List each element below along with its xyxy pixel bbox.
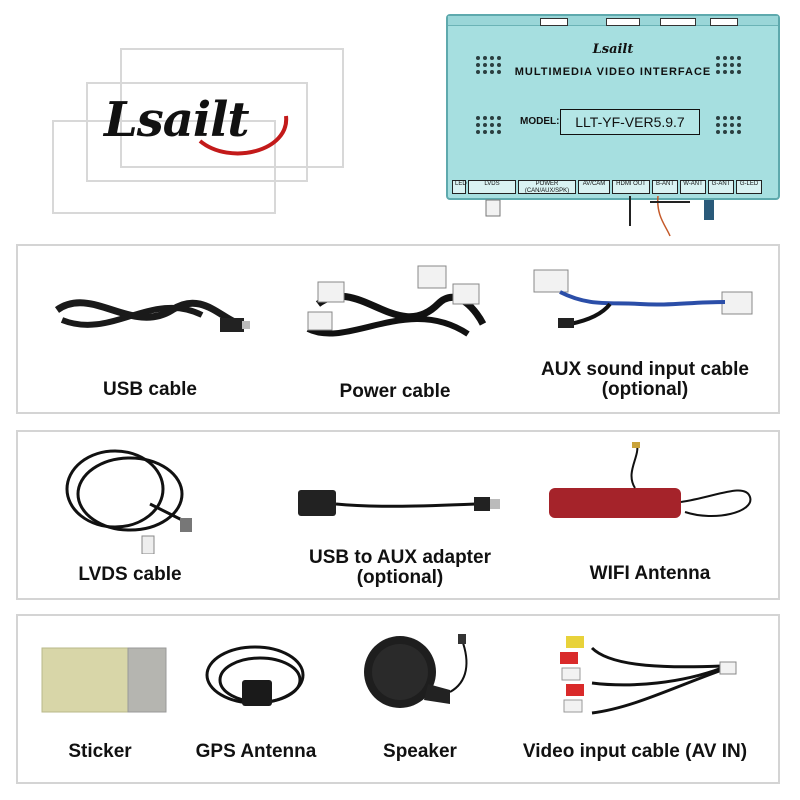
port-lvds: LVDS — [468, 180, 516, 194]
device-top-port-1 — [540, 18, 568, 26]
usb-cable-caption: USB cable — [103, 379, 197, 400]
logo-frame-2 — [86, 82, 308, 182]
video-input-cable-image — [560, 636, 737, 715]
wifi-antenna-caption: WIFI Antenna — [589, 563, 711, 584]
vent-holes-tl — [476, 56, 501, 74]
power-cable-caption: Power cable — [339, 381, 451, 402]
device-top-port-2 — [606, 18, 640, 26]
usb-aux-caption-line2: (optional) — [356, 567, 444, 588]
gps-antenna-image — [205, 645, 305, 706]
usb-aux-caption: USB to AUX adapter (optional) — [290, 548, 510, 588]
video-input-caption: Video input cable (AV IN) — [522, 741, 748, 762]
aux-cable-caption-line2: (optional) — [601, 379, 689, 400]
device-top-port-4 — [710, 18, 738, 26]
aux-cable-caption: AUX sound input cable (optional) — [520, 360, 770, 400]
lvds-cable-caption: LVDS cable — [78, 564, 182, 585]
vent-holes-tr — [716, 56, 741, 74]
sticker-image — [41, 647, 167, 713]
speaker-caption: Speaker — [383, 741, 457, 762]
port-av-cam: AV/CAM — [578, 180, 610, 194]
port-power: POWER (CAN/AUX/SPK) — [518, 180, 576, 194]
usb-aux-adapter-image — [298, 490, 500, 516]
aux-cable-image — [533, 269, 753, 328]
usb-cable-image — [54, 299, 250, 332]
speaker-image — [364, 634, 468, 708]
port-g-led: G-LED — [736, 180, 762, 194]
device-top-port-3 — [660, 18, 696, 26]
port-w-ant: W-ANT — [680, 180, 706, 194]
device-model-label: MODEL: — [520, 116, 560, 127]
port-led: LED — [452, 180, 467, 194]
vent-holes-bl — [476, 116, 501, 134]
usb-aux-caption-line1: USB to AUX adapter — [309, 547, 491, 568]
logo-swoosh — [198, 115, 289, 156]
vent-holes-br — [716, 116, 741, 134]
device-port-row: LED LVDS POWER (CAN/AUX/SPK) AV/CAM HDMI… — [452, 180, 774, 194]
logo-frame-1 — [120, 48, 344, 168]
port-hdmi-out: HDMI OUT — [612, 180, 650, 194]
power-cable-image — [306, 265, 487, 337]
device-brand: Lsailt — [592, 42, 634, 57]
device-title: MULTIMEDIA VIDEO INTERFACE — [514, 66, 712, 78]
multimedia-interface-box: Lsailt MULTIMEDIA VIDEO INTERFACE MODEL:… — [446, 14, 780, 200]
aux-cable-caption-line1: AUX sound input cable — [541, 359, 749, 380]
device-dangling-connectors — [485, 196, 714, 237]
gps-antenna-caption: GPS Antenna — [195, 741, 317, 762]
port-g-ant: G-ANT — [708, 180, 734, 194]
sticker-caption: Sticker — [68, 741, 132, 762]
brand-logo: Lsailt — [104, 92, 250, 148]
port-b-ant: B-ANT — [652, 180, 678, 194]
accessory-row-1 — [16, 244, 780, 414]
wifi-antenna-image — [549, 442, 752, 518]
lvds-cable-image — [65, 449, 192, 554]
device-model-value: LLT-YF-VER5.9.7 — [560, 109, 700, 135]
logo-frame-3 — [52, 120, 276, 214]
